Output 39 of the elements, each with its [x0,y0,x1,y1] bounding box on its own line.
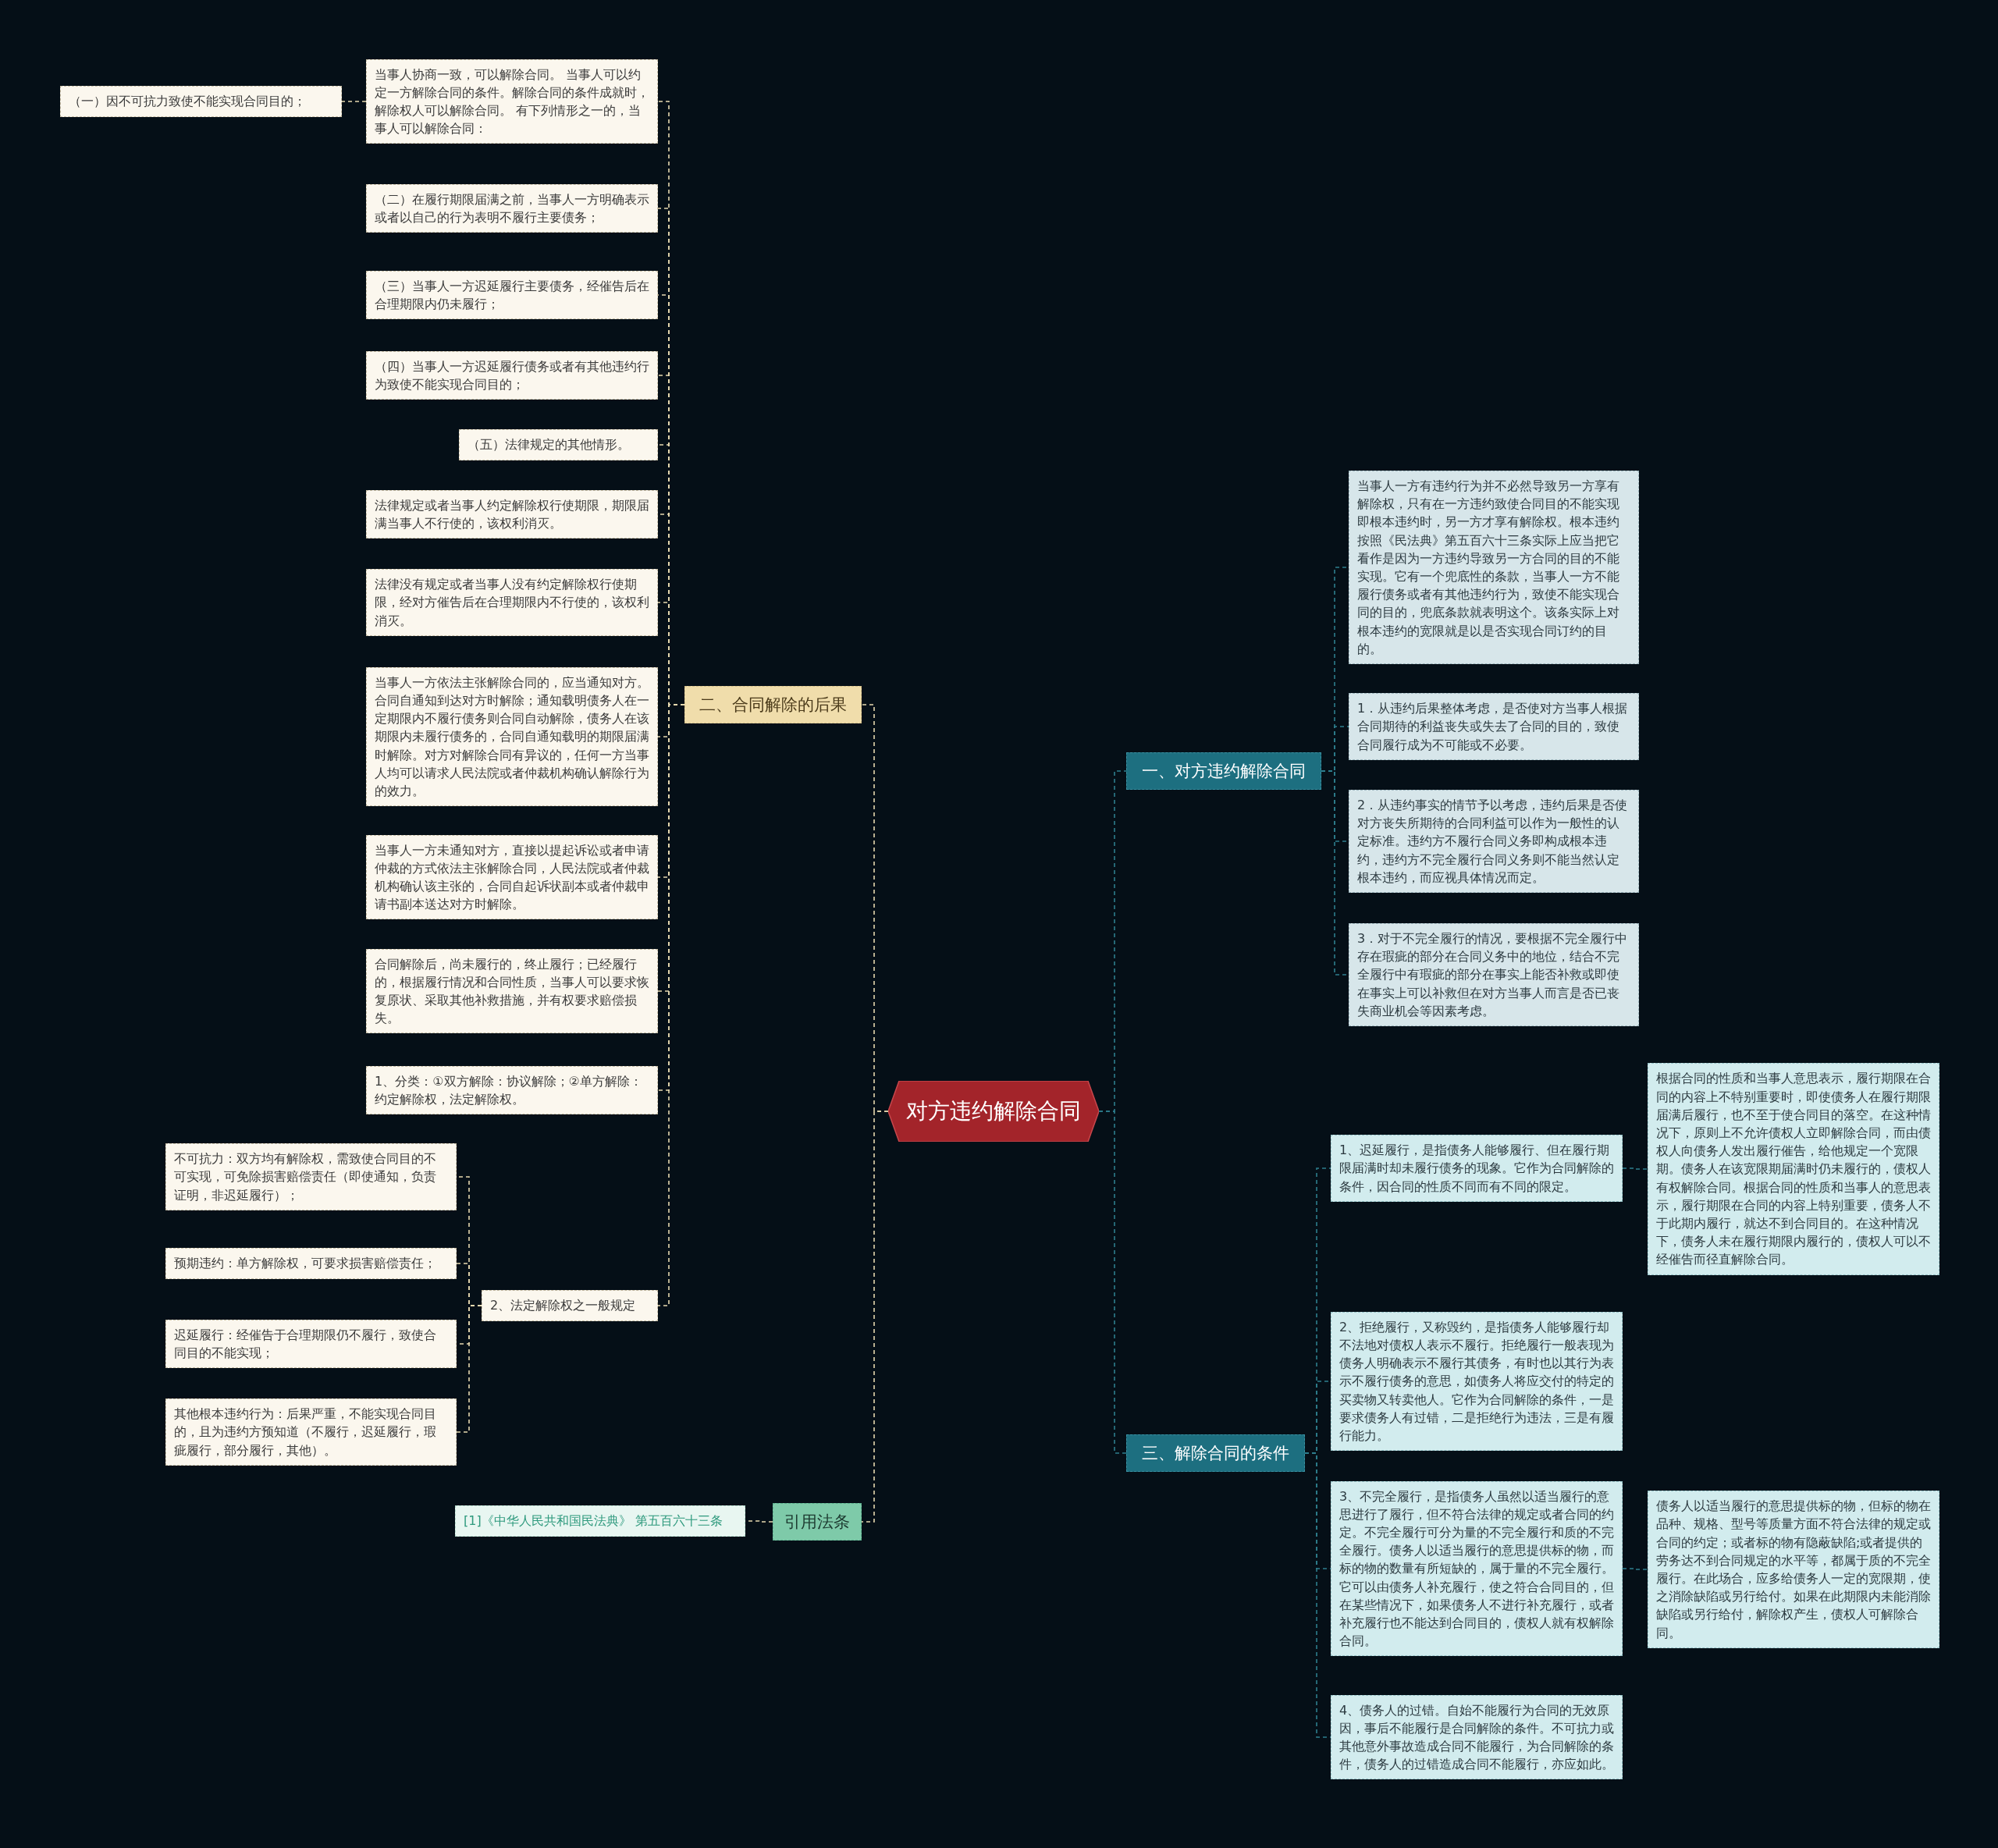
topic-card: （四）当事人一方迟延履行债务或者有其他违约行为致使不能实现合同目的； [366,350,658,400]
connector-line [861,1111,889,1523]
topic-card: 4、债务人的过错。自始不能履行为合同的无效原因，事后不能履行是合同解除的条件。不可抗力或其他意外事故造成合同不能履行，为合同解除的条件，债务人的过错造成合同不能履行，亦应如此。 [1331,1694,1623,1780]
topic-card: 当事人一方依法主张解除合同的，应当通知对方。合同自通知到达对方时解除；通知载明债务人在一定期限内不履行债务则合同自动解除，债务人在该期限内未履行债务的，合同自通知载明的期限届满时解除。对方对解除合同有异议的，任何一方当事人均可以请求人民法院或者仲裁机构确认解除行为的效力。 [366,666,658,807]
topic-card: （五）法律规定的其他情形。 [459,429,658,460]
topic-card: 法律没有规定或者当事人没有约定解除权行使期限，经对方催告后在合理期限内不行使的，该权利消灭。 [366,569,658,636]
connector-line [341,101,367,102]
branch-topic: 一、对方违约解除合同 [1126,752,1321,791]
topic-card: （一）因不可抗力致使不能实现合同目的； [60,86,342,117]
topic-card: 3、不完全履行，是指债务人虽然以适当履行的意思进行了履行，但不符合法律的规定或者合同的约定。不完全履行可分为量的不完全履行和质的不完全履行。债务人以适当履行的意思提供标的物，而标的物的数量有所短缺的，属于量的不完全履行。它可以由债务人补充履行，使之符合合同目的，但在某些情况下，如果债务人不进行补充履行，或者补充履行也不能达到合同目的，债权人就有权解除合同。 [1331,1480,1623,1657]
topic-card: 法律规定或者当事人约定解除权行使期限，期限届满当事人不行使的，该权利消灭。 [366,489,658,539]
topic-card: 1、迟延履行，是指债务人能够履行、但在履行期限届满时却未履行债务的现象。它作为合同解除的条件，因合同的性质不同而有不同的限定。 [1331,1135,1623,1202]
citation-card: [1]《中华人民共和国民法典》 第五百六十三条 [455,1505,745,1537]
topic-card: 根据合同的性质和当事人意思表示，履行期限在合同的内容上不特别重要时，即使债务人在履行期限届满后履行，也不至于使合同目的落空。在这种情况下，原则上不允许债权人立即解除合同，而由债权人向债务人发出履行催告，给他规定一个宽限期。债务人在该宽限期届满时仍未履行的，债权人有权解除合同。根据合同的性质和当事人的意思表示，履行期限在合同的内容上特别重要，债务人不于此期内履行，就达不到合同目的。在这种情况下，债务人未在履行期限内履行的，债权人可以不经催告而径直解除合同。 [1648,1063,1939,1275]
topic-card: 2、拒绝履行，又称毁约，是指债务人能够履行却不法地对债权人表示不履行。拒绝履行一般表现为债务人明确表示不履行其债务，有时也以其行为表示不履行债务的意思，如债务人将应交付的特定的买卖物又转卖他人。它作为合同解除的条件，一是要求债务人有过错，二是拒绝行为违法，三是有履行能力。 [1331,1311,1623,1452]
topic-card: 3．对于不完全履行的情况，要根据不完全履行中存在瑕疵的部分在合同义务中的地位，结合不完全履行中有瑕疵的部分在事实上能否补救或即使在事实上可以补救但在对方当事人而言是否已丧失商业机会等因素考虑。 [1349,923,1639,1026]
topic-card: 2、法定解除权之一般规定 [482,1290,658,1321]
topic-card: 1、分类：①双方解除：协议解除；②单方解除：约定解除权，法定解除权。 [366,1065,658,1115]
topic-card: （二）在履行期限届满之前，当事人一方明确表示或者以自己的行为表明不履行主要债务； [366,183,658,233]
topic-card: 当事人协商一致，可以解除合同。 当事人可以约定一方解除合同的条件。解除合同的条件成就时，解除权人可以解除合同。 有下列情形之一的，当事人可以解除合同： [366,59,658,144]
branch-topic: 二、合同解除的后果 [684,685,862,724]
topic-card: 债务人以适当履行的意思提供标的物，但标的物在品种、规格、型号等质量方面不符合法律的规定或合同的约定；或者标的物有隐蔽缺陷;或者提供的劳务达不到合同规定的水平等，都属于质的不完全履行。在此场合，应多给债务人一定的宽限期，使之消除缺陷或另行给付。如果在此期限内未能消除缺陷或另行给付，解除权产生，债权人可解除合同。 [1648,1491,1939,1648]
topic-card: 当事人一方未通知对方，直接以提起诉讼或者申请仲裁的方式依法主张解除合同，人民法院或者仲裁机构确认该主张的，合同自起诉状副本或者仲裁申请书副本送达对方时解除。 [366,834,658,920]
connector-line [456,1305,482,1433]
topic-card: 1．从违约后果整体考虑，是否使对方当事人根据合同期待的利益丧失或失去了合同的目的，致使合同履行成为不可能或不必要。 [1349,693,1639,760]
topic-card: 2．从违约事实的情节予以考虑，违约后果是否使对方丧失所期待的合同利益可以作为一般性的认定标准。违约方不履行合同义务即构成根本违约，违约方不完全履行合同义务则不能当然认定根本违约，而应视具体情况而定。 [1349,790,1639,893]
branch-topic: 三、解除合同的条件 [1126,1434,1305,1473]
topic-card: 当事人一方有违约行为并不必然导致另一方享有解除权，只有在一方违约致使合同目的不能实现即根本违约时，另一方才享有解除权。根本违约按照《民法典》第五百六十三条实际上应当把它看作是因为一方违约导致另一方合同的目的不能实现。它有一个兜底性的条款，当事人一方不能履行债务或者有其他违约行为，致使不能实现合同的目的，兜底条款就表明这个。该条实际上对根本违约的宽限就是以是否实现合同订约的目的。 [1349,471,1639,664]
topic-card: 预期违约：单方解除权，可要求损害赔偿责任； [165,1248,457,1279]
topic-card: 不可抗力：双方均有解除权，需致使合同目的不可实现，可免除损害赔偿责任（即使通知，负责证明，非迟延履行）； [165,1143,457,1210]
topic-card: （三）当事人一方迟延履行主要债务，经催告后在合理期限内仍未履行； [366,270,658,320]
topic-card: 其他根本违约行为：后果严重，不能实现合同目的，且为违约方预知道（不履行，迟延履行，瑕疵履行，部分履行，其他）。 [165,1398,457,1466]
connector-line [1622,1568,1648,1570]
topic-card: 合同解除后，尚未履行的，终止履行；已经履行的，根据履行情况和合同性质，当事人可以要求恢复原状、采取其他补救措施，并有权要求赔偿损失。 [366,948,658,1034]
topic-card: 迟延履行：经催告于合理期限仍不履行，致使合同目的不能实现； [165,1319,457,1369]
central-topic: 对方违约解除合同 [888,1081,1099,1142]
connector-line [1098,1111,1127,1454]
branch-topic: 引用法条 [773,1502,862,1541]
connector-line [1622,1167,1648,1170]
